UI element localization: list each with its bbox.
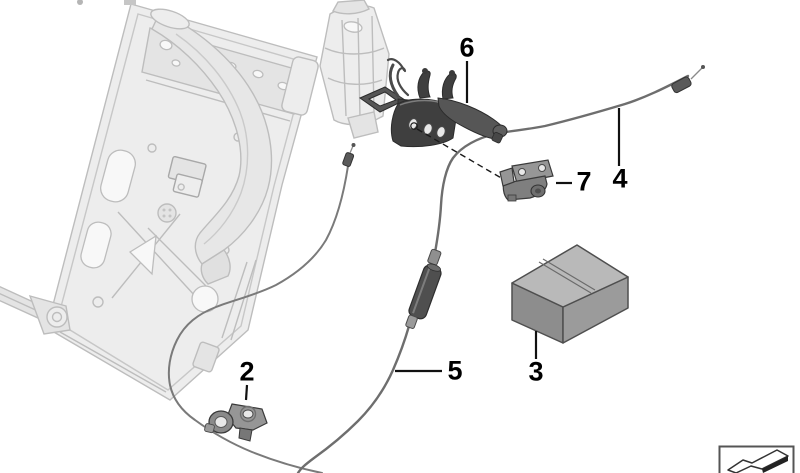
leader-lines [244,61,621,401]
callout-4[interactable]: 4 [612,163,628,194]
part-7-bracket [499,159,554,202]
part-3-box [511,244,629,344]
part-6-lock-mechanism [358,58,508,148]
part-5-cable-damper [405,248,442,329]
callout-5[interactable]: 5 [447,355,463,386]
page-corner-stamp-icon [718,445,795,473]
part-5-cable [296,324,411,473]
part-4-cable [432,65,705,260]
part-2-cable [167,143,356,473]
seat-frame-ghost [0,0,318,401]
callout-6[interactable]: 6 [459,32,475,63]
callout-2[interactable]: 2 [239,356,255,387]
locator-dashed-line [410,122,504,180]
part-2-clip [204,403,268,442]
callout-7[interactable]: 7 [576,166,592,197]
callout-3[interactable]: 3 [528,356,544,387]
